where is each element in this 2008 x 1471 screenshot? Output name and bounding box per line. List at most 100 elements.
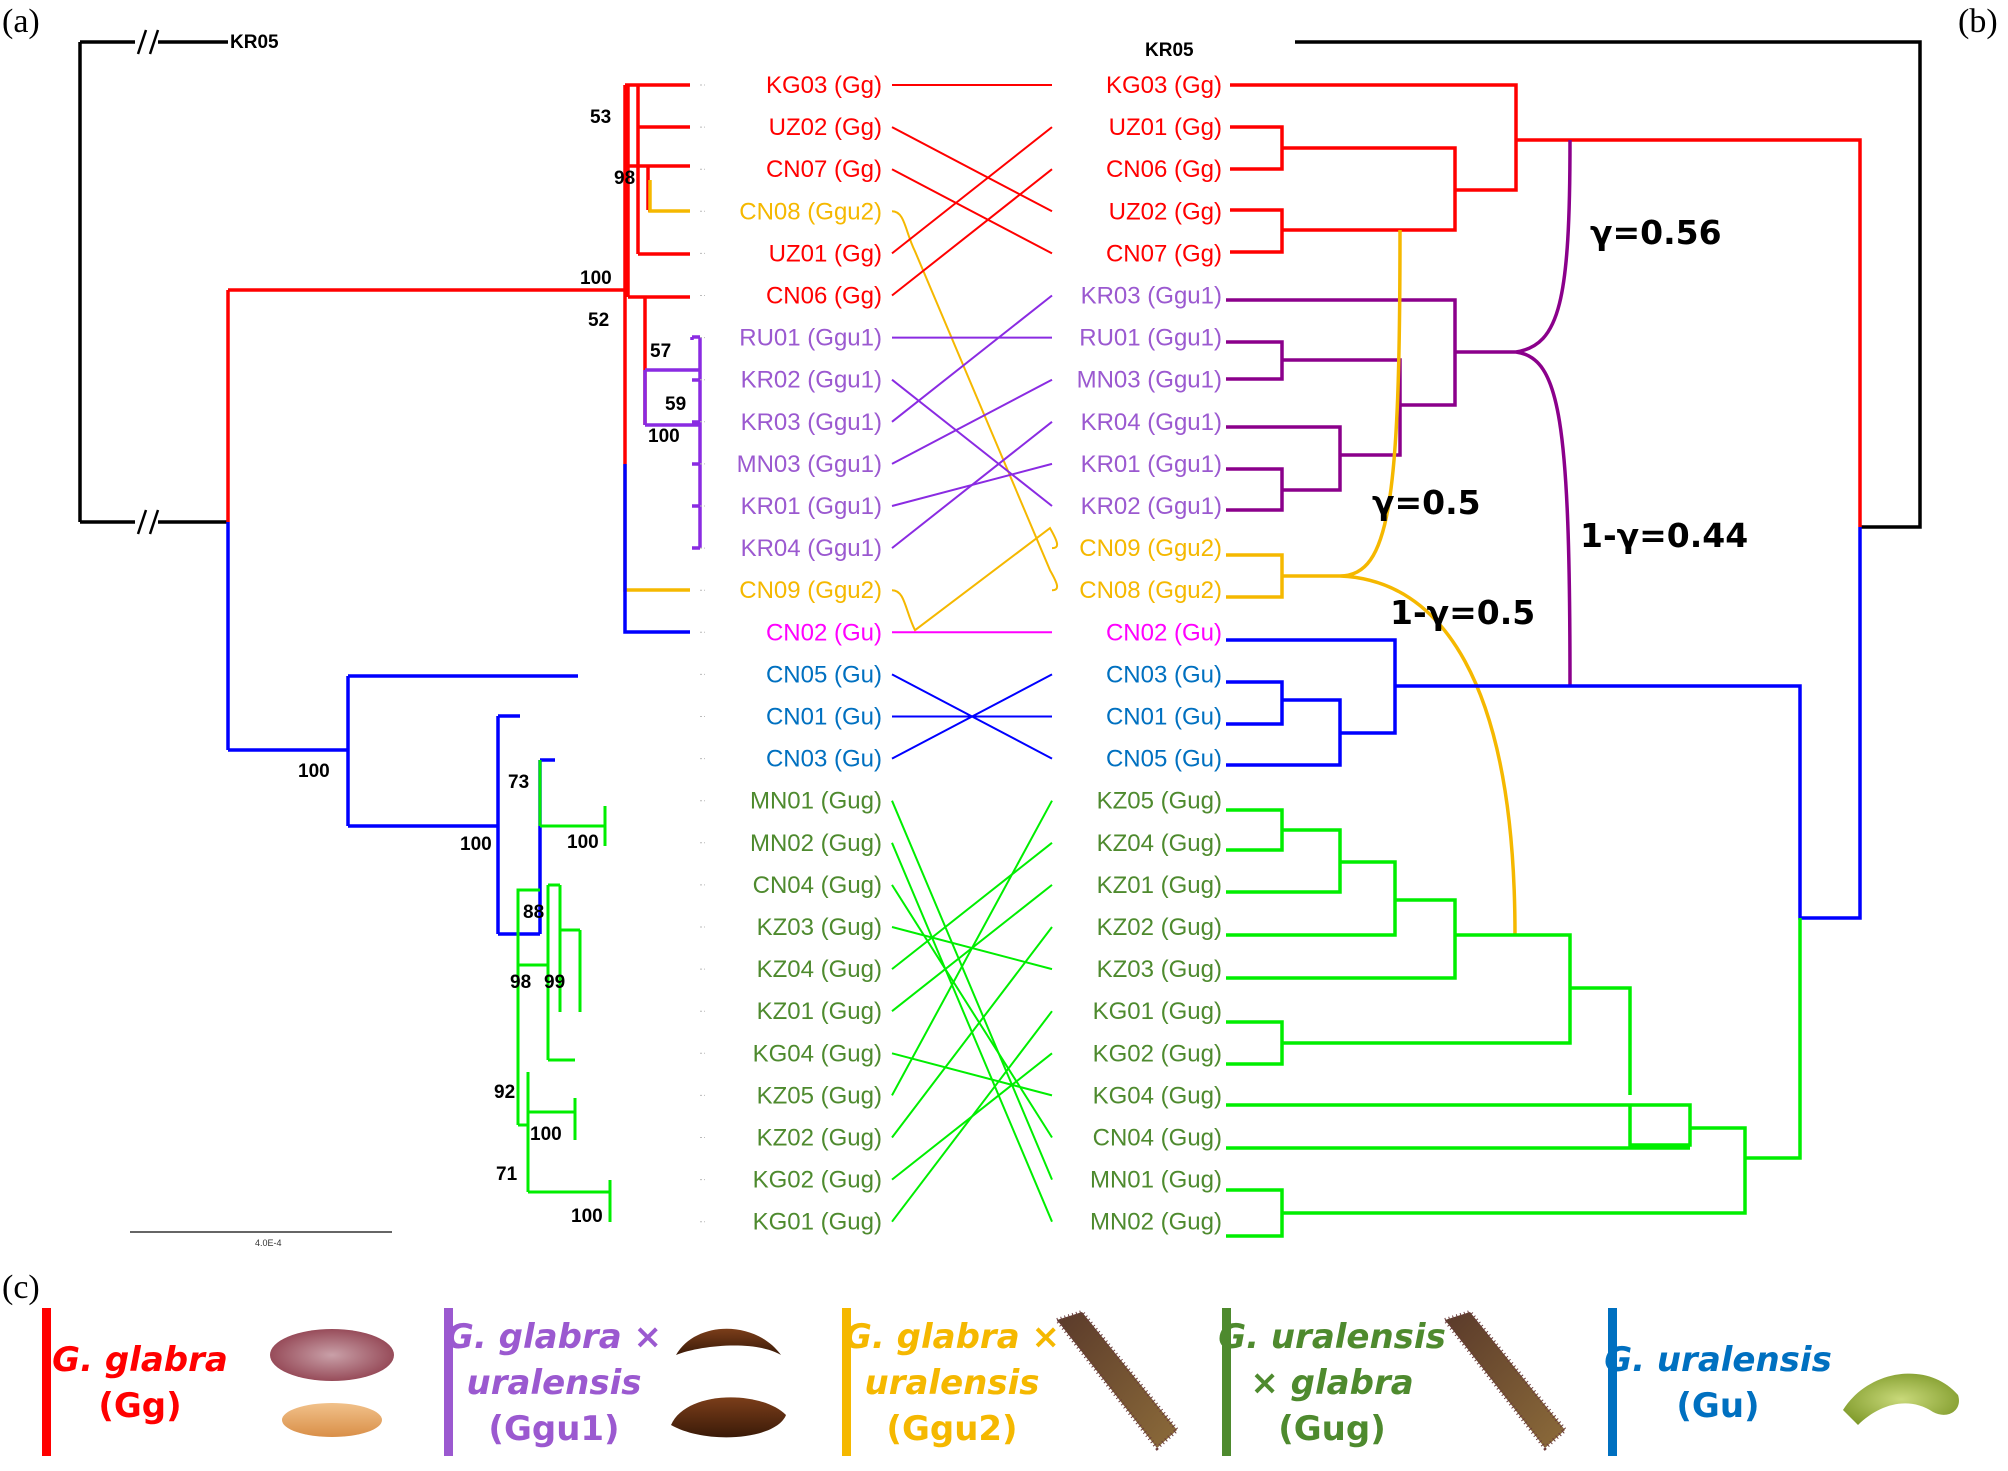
left-tip-label: CN06 (Gg) (766, 283, 882, 310)
legend-entry: G. glabra ×uralensis(Ggu1) (444, 1308, 786, 1456)
right-tip-label: MN03 (Ggu1) (1077, 367, 1222, 394)
right-tip-label: KR03 (Ggu1) (1081, 283, 1222, 310)
net-orange-branches (1226, 229, 1517, 936)
left-tip-label: CN07 (Gg) (766, 156, 882, 183)
right-tip-label: KR02 (Ggu1) (1081, 493, 1222, 520)
left-tip-label: KZ03 (Gug) (757, 914, 882, 941)
one-minus-gamma-ggu1-label: 1-γ=0.44 (1580, 516, 1748, 555)
right-tip-label: KZ01 (Gug) (1097, 872, 1222, 899)
right-tip-label: KG02 (Gug) (1093, 1040, 1222, 1067)
left-tip-label: MN02 (Gug) (750, 830, 882, 857)
right-tip-label: KZ03 (Gug) (1097, 956, 1222, 983)
left-tip-label: MN03 (Ggu1) (737, 451, 882, 478)
right-tip-label: KR01 (Ggu1) (1081, 451, 1222, 478)
left-tip-label: KZ04 (Gug) (757, 956, 882, 983)
ggu1-clade-branches (643, 335, 702, 550)
support-value: 57 (650, 341, 671, 362)
left-tip-label: KR03 (Ggu1) (741, 409, 882, 436)
pod-icon (671, 1328, 786, 1438)
left-tip-leaders (700, 84, 705, 1223)
pod-icon (270, 1329, 394, 1437)
right-tip-label: UZ01 (Gg) (1109, 114, 1222, 141)
legend-text: G. glabra × (844, 1317, 1060, 1357)
right-tip-labels: KG03 (Gg)UZ01 (Gg)CN06 (Gg)UZ02 (Gg)CN07… (1077, 72, 1222, 1236)
support-value: 59 (665, 394, 686, 415)
right-tip-label: CN05 (Gu) (1106, 746, 1222, 773)
support-value: 99 (544, 972, 565, 993)
support-value: 88 (523, 902, 544, 923)
support-value: 53 (590, 107, 611, 128)
tanglegram-connector (891, 168, 1053, 297)
legend-entry: G. glabra ×uralensis(Ggu2) (842, 1308, 1180, 1456)
right-tip-label: UZ02 (Gg) (1109, 198, 1222, 225)
legend-entry: G. uralensis (Gu) (1604, 1308, 1959, 1456)
left-tip-label: KZ05 (Gug) (757, 1082, 882, 1109)
right-tip-label: CN04 (Gug) (1093, 1125, 1222, 1152)
gg-clade-branches (226, 83, 690, 522)
gamma-ggu2-label: γ=0.5 (1372, 483, 1481, 522)
left-tip-label: KG04 (Gug) (753, 1040, 882, 1067)
legend-text: G. uralensis (1218, 1317, 1446, 1357)
legend-text: G. uralensis (1604, 1340, 1832, 1380)
left-tip-label: KR02 (Ggu1) (741, 367, 882, 394)
tanglegram-connector (891, 421, 1053, 549)
support-value: 100 (571, 1206, 603, 1227)
left-tip-label: CN08 (Ggu2) (739, 198, 882, 225)
right-tip-label: CN02 (Gu) (1106, 619, 1222, 646)
tanglegram-connector (891, 673, 1053, 760)
left-tip-label: KZ02 (Gug) (757, 1125, 882, 1152)
legend-color-bar (1608, 1308, 1617, 1456)
legend-text: × glabra (1250, 1363, 1413, 1403)
legend-text: (Ggu2) (886, 1409, 1017, 1449)
right-tip-label: CN01 (Gu) (1106, 704, 1222, 731)
right-tip-label: KZ04 (Gug) (1097, 830, 1222, 857)
right-tip-label: CN09 (Ggu2) (1079, 535, 1222, 562)
tanglegram-connector (891, 1052, 1053, 1097)
right-tip-label: KZ05 (Gug) (1097, 788, 1222, 815)
tanglegram-connector (891, 842, 1053, 970)
tanglegram-connector (891, 378, 1053, 507)
support-value: 100 (580, 268, 612, 289)
pod-icon (1843, 1373, 1959, 1425)
left-tip-label: KG02 (Gug) (753, 1167, 882, 1194)
gg-cn08-branch (648, 180, 690, 213)
left-tip-label: CN04 (Gug) (753, 872, 882, 899)
left-tip-label: KR01 (Ggu1) (741, 493, 882, 520)
tanglegram-connector (891, 1010, 1053, 1223)
right-tip-label: MN01 (Gug) (1090, 1167, 1222, 1194)
support-value: 98 (614, 168, 635, 189)
tanglegram-connector (891, 884, 1053, 1139)
legend-text: (Gug) (1278, 1409, 1386, 1449)
outgroup-label-left: KR05 (230, 32, 279, 53)
support-value: 92 (494, 1082, 515, 1103)
right-tip-label: KG03 (Gg) (1106, 72, 1222, 99)
legend-text: (Gu) (1676, 1386, 1759, 1426)
legend-text: (Ggu1) (488, 1409, 619, 1449)
legend-text: uralensis (467, 1363, 642, 1403)
left-tip-label: UZ01 (Gg) (769, 240, 882, 267)
right-tip-label: KZ02 (Gug) (1097, 914, 1222, 941)
tanglegram-connector (891, 126, 1053, 255)
net-black-branches (1295, 40, 1922, 529)
tanglegram-connector (891, 800, 1053, 1180)
right-phylogenetic-network (1226, 40, 1922, 1238)
support-value: 73 (508, 772, 529, 793)
tanglegram-connector (891, 800, 1053, 1096)
left-phylogenetic-tree (78, 29, 702, 1222)
legend-text: (Gg) (98, 1386, 181, 1426)
one-minus-gamma-ggu2-label: 1-γ=0.5 (1390, 593, 1535, 632)
tanglegram-connector (891, 926, 1053, 1139)
ggu2-cn09-branch (623, 464, 690, 592)
tanglegram-connector (891, 126, 1053, 213)
pod-icon (1441, 1309, 1568, 1451)
left-tip-label: CN05 (Gu) (766, 661, 882, 688)
support-value: 100 (567, 832, 599, 853)
right-tip-label: KR04 (Ggu1) (1081, 409, 1222, 436)
left-tip-label: RU01 (Ggu1) (739, 325, 882, 352)
tanglegram-connector (891, 526, 1058, 632)
legend-entry: G. uralensis × glabra (Gug) (1218, 1308, 1568, 1456)
scale-bar-label: 4.0E-4 (255, 1238, 282, 1248)
left-tip-label: KR04 (Ggu1) (741, 535, 882, 562)
